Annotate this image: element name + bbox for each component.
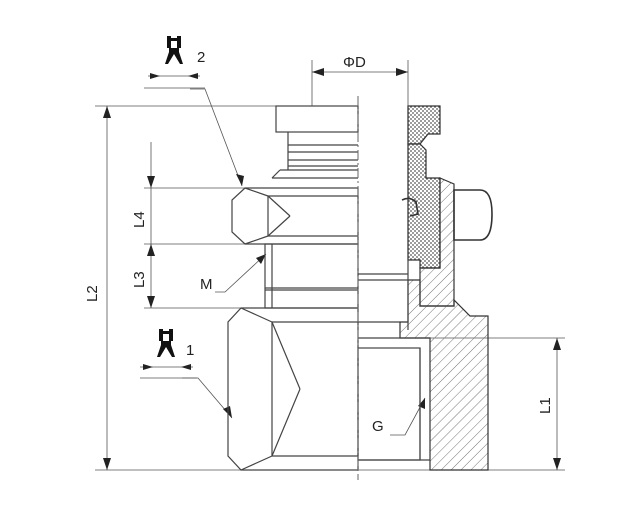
wrench-icon <box>157 329 175 357</box>
leader-arrow-g <box>418 398 425 409</box>
dimension-l3 <box>147 244 155 308</box>
dimension-l4 <box>147 142 155 244</box>
leader-arrow-m <box>256 254 266 264</box>
l1-label: L1 <box>537 397 554 414</box>
diameter-label: ΦD <box>343 54 366 71</box>
wrench-top-label: 2 <box>197 49 205 66</box>
fitting-section <box>357 105 493 471</box>
wrench-dim-top <box>148 73 200 79</box>
l3-label: L3 <box>131 271 148 288</box>
l4-label: L4 <box>131 211 148 228</box>
dimension-diameter <box>312 68 408 76</box>
leader-lines <box>182 88 426 436</box>
wrench-icon <box>165 36 183 64</box>
leader-arrow-2 <box>236 174 244 186</box>
l2-label: L2 <box>84 285 101 302</box>
extension-lines <box>95 60 565 471</box>
fitting-exterior <box>227 105 359 471</box>
dimension-l1 <box>553 338 561 470</box>
thread-g-label: G <box>372 418 384 435</box>
wrench-bottom-label: 1 <box>186 342 194 359</box>
dimension-l2 <box>103 106 111 470</box>
thread-m-label: M <box>200 276 213 293</box>
wrench-dim-bottom <box>140 364 193 370</box>
